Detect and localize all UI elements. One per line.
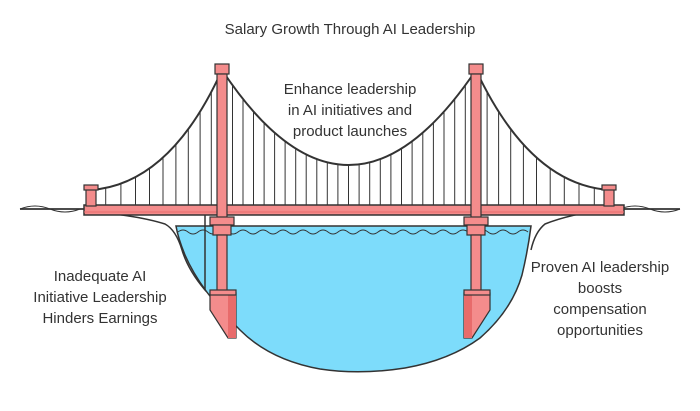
- main-cable-center: [221, 69, 477, 166]
- left-callout: Inadequate AI Initiative Leadership Hind…: [10, 266, 190, 329]
- center-callout-line-2: in AI initiatives and: [287, 102, 413, 119]
- bridge-deck: [83, 204, 625, 216]
- center-callout-line-1: Enhance leadership: [283, 81, 417, 98]
- right-tower: [463, 63, 491, 339]
- main-cable-right: [475, 69, 611, 191]
- ground-texture-right: [619, 205, 681, 213]
- center-callout-line-3: product launches: [292, 123, 408, 140]
- ground-texture-left: [19, 205, 81, 213]
- left-callout-line-1: Inadequate AI: [53, 268, 147, 285]
- center-callout: Enhance leadership in AI initiatives and…: [240, 79, 460, 142]
- main-cable-left: [89, 69, 223, 191]
- left-tower: [209, 63, 237, 339]
- right-callout-line-3: compensation: [553, 301, 647, 318]
- left-callout-line-2: Initiative Leadership: [33, 289, 167, 306]
- right-callout-line-1: Proven AI leadership: [530, 259, 670, 276]
- right-callout-line-2: boosts: [577, 280, 623, 297]
- right-callout-line-4: opportunities: [557, 322, 643, 339]
- left-callout-line-3: Hinders Earnings: [42, 310, 158, 327]
- right-callout: Proven AI leadership boosts compensation…: [505, 257, 695, 341]
- diagram-title: Salary Growth Through AI Leadership: [224, 21, 476, 38]
- left-end-cap: [83, 184, 99, 191]
- right-end-cap: [601, 184, 617, 191]
- valley-water: [175, 225, 532, 373]
- suspender-cables: [105, 85, 595, 205]
